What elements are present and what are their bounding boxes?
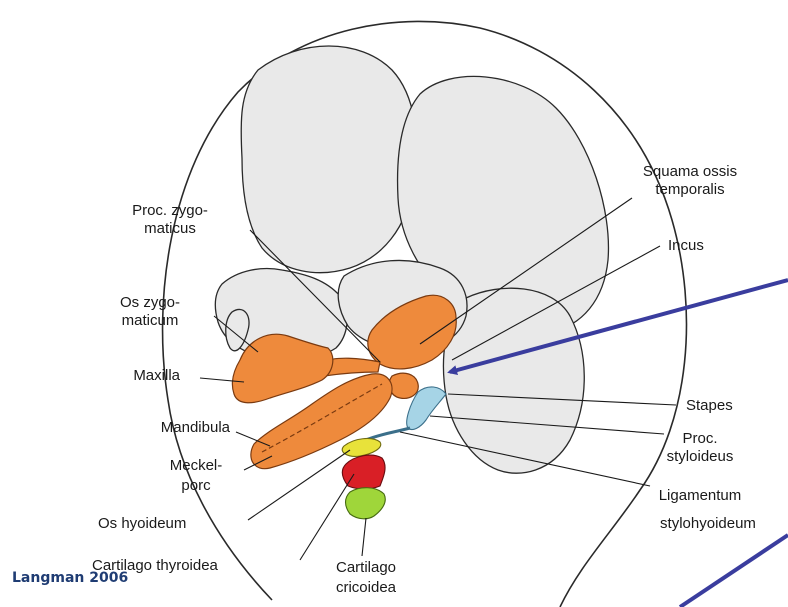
- frontal-bone: [241, 46, 416, 273]
- label-ligamentum-2: stylohyoideum: [660, 515, 756, 532]
- label-squama-1: Squama ossis: [643, 163, 737, 180]
- label-ligamentum-1: Ligamentum: [659, 487, 742, 504]
- cartilago-thyroidea: [342, 455, 385, 489]
- os-hyoideum: [342, 439, 381, 457]
- pointer-arrow-lower: [680, 535, 788, 607]
- label-meckel-1: Meckel-: [170, 457, 223, 474]
- label-mandibula: Mandibula: [161, 419, 231, 436]
- label-os-hyoideum: Os hyoideum: [98, 515, 186, 532]
- label-proc-stylo-1: Proc.: [682, 430, 717, 447]
- label-stapes: Stapes: [686, 397, 733, 414]
- source-credit: Langman 2006: [12, 570, 128, 586]
- label-proc-stylo-2: styloideus: [667, 448, 734, 465]
- styloid-ligament: [366, 428, 410, 440]
- incus-bone: [389, 373, 418, 398]
- label-proc-zygo-2: maticus: [144, 220, 196, 237]
- label-cartilago-cricoidea-1: Cartilago: [336, 559, 396, 576]
- label-cartilago-cricoidea-2: cricoidea: [336, 579, 397, 596]
- label-proc-zygo-1: Proc. zygo-: [132, 202, 208, 219]
- label-squama-2: temporalis: [655, 181, 724, 198]
- label-incus: Incus: [668, 237, 704, 254]
- label-maxilla: Maxilla: [133, 367, 180, 384]
- cartilago-cricoidea: [346, 488, 386, 519]
- label-meckel-2: porc: [181, 477, 211, 494]
- label-os-zygo-1: Os zygo-: [120, 294, 180, 311]
- label-os-zygo-2: maticum: [122, 312, 179, 329]
